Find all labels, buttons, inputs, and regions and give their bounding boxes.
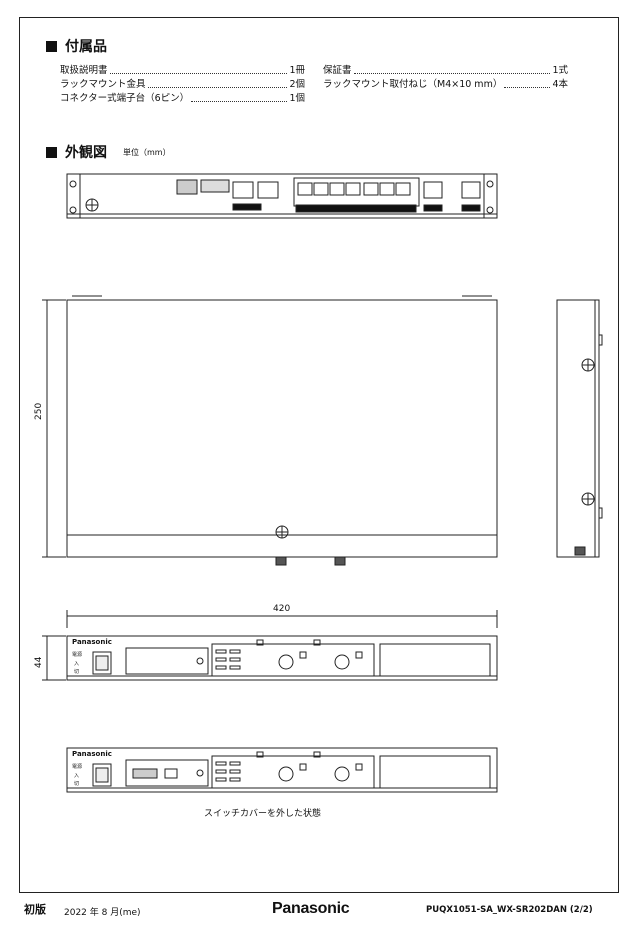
front-view: [42, 610, 498, 681]
svg-text:電源: 電源: [72, 651, 82, 658]
section-external-title: 外観図: [65, 145, 107, 161]
section-accessories-heading: 付属品: [46, 36, 107, 56]
square-bullet-icon: [46, 40, 57, 52]
top-view: [42, 295, 498, 566]
front-view-no-cover: [66, 747, 498, 793]
doc-code-label: PUQX1051-SA_WX-SR202DAN (2/2): [426, 905, 593, 915]
depth-dimension-label: 250: [34, 402, 44, 420]
page-frame: [19, 17, 619, 893]
svg-text:切: 切: [74, 668, 79, 675]
svg-text:入: 入: [74, 661, 79, 667]
section-accessories-title: 付属品: [65, 39, 107, 55]
front-brand-label: Panasonic: [72, 638, 112, 646]
height-dimension-label: 44: [34, 656, 44, 668]
list-item: コネクター式端子台（6ピン）1個: [60, 93, 305, 104]
svg-text:電源: 電源: [72, 763, 82, 770]
list-item: ラックマウント取付ねじ（M4×10 mm）4本: [323, 79, 568, 90]
unit-label: 単位（mm）: [123, 147, 171, 157]
svg-text:切: 切: [74, 780, 79, 787]
svg-text:入: 入: [74, 773, 79, 779]
date-label: 2022 年 8 月(me): [64, 908, 141, 918]
rear-view: [66, 173, 498, 219]
side-view: [556, 299, 603, 558]
square-bullet-icon: [46, 146, 57, 158]
footer-brand-logo: Panasonic: [272, 900, 350, 917]
width-dimension-label: 420: [273, 604, 291, 614]
section-external-heading: 外観図 単位（mm）: [46, 142, 171, 162]
switch-cover-caption: スイッチカバーを外した状態: [204, 809, 322, 819]
edition-label: 初版: [24, 903, 46, 916]
front-brand-label: Panasonic: [72, 750, 112, 758]
